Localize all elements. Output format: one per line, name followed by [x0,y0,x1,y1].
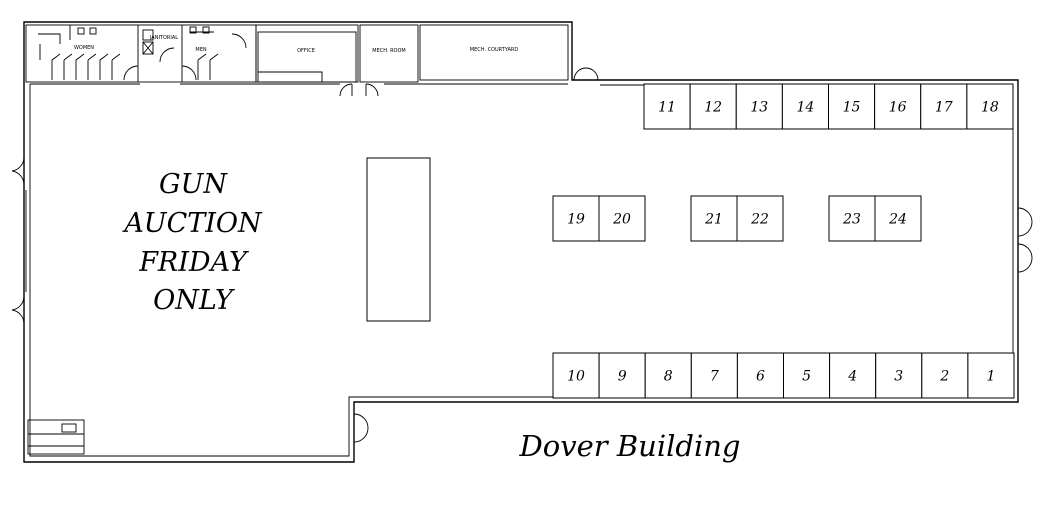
center-table [366,157,431,322]
gun-auction-banner: GUN AUCTION FRIDAY ONLY [121,169,263,316]
booth-label-17: 17 [935,100,953,116]
booth-19 [552,195,600,242]
restroom-block: WOMEN JANITORIAL MEN [25,24,257,83]
booth-18 [966,83,1014,130]
banner-line-4: ONLY [153,285,235,316]
booth-label-12: 12 [704,100,722,116]
booth-10 [552,352,600,399]
mech-courtyard-label: MECH. COURTYARD [470,47,519,53]
booth-label-19: 19 [567,212,585,228]
booth-11 [643,83,691,130]
booth-21 [690,195,738,242]
banner-line-1: GUN [159,169,228,200]
booth-6 [736,352,785,399]
booth-4 [829,352,877,399]
booth-1 [967,352,1015,399]
booth-12 [689,83,737,130]
booth-label-11: 11 [658,100,676,116]
building-name: Dover Building [519,429,741,463]
booth-7 [690,352,738,399]
booth-label-14: 14 [797,100,815,116]
booth-label-7: 7 [710,369,719,385]
booth-label-3: 3 [894,369,903,385]
booth-2 [921,352,969,399]
mech-room-label: MECH. ROOM [372,48,405,54]
booth-label-5: 5 [802,369,811,385]
doors [11,67,1033,443]
men-label: MEN [195,47,206,53]
booth-label-23: 23 [842,212,861,228]
booth-24 [874,195,922,242]
banner-line-2: AUCTION [121,208,263,239]
booth-9 [598,352,646,399]
booth-label-15: 15 [843,100,861,116]
booth-23 [828,195,876,242]
janitorial-label: JANITORIAL [149,35,178,41]
booth-label-16: 16 [889,100,907,116]
booth-label-13: 13 [750,100,768,116]
booth-label-1: 1 [986,369,995,385]
banner-line-3: FRIDAY [138,247,249,278]
booth-20 [598,195,646,242]
booth-label-21: 21 [704,212,723,228]
office-block: OFFICE MECH. ROOM MECH. COURTYARD [255,24,569,97]
women-label: WOMEN [74,45,94,51]
booth-8 [644,352,692,399]
booth-5 [783,352,831,399]
booth-label-9: 9 [618,369,627,385]
booth-label-24: 24 [888,212,907,228]
booth-label-6: 6 [756,369,765,385]
booth-label-10: 10 [567,369,585,385]
booth-label-18: 18 [981,100,999,116]
office-label: OFFICE [297,48,315,54]
counter [27,419,85,455]
booth-14 [781,83,829,130]
booth-label-2: 2 [939,369,949,385]
booth-22 [736,195,784,242]
booth-15 [828,83,876,130]
booth-label-4: 4 [847,369,857,385]
booth-16 [874,83,922,130]
booth-label-22: 22 [750,212,769,228]
booth-label-20: 20 [612,212,631,228]
booth-label-8: 8 [664,369,673,385]
